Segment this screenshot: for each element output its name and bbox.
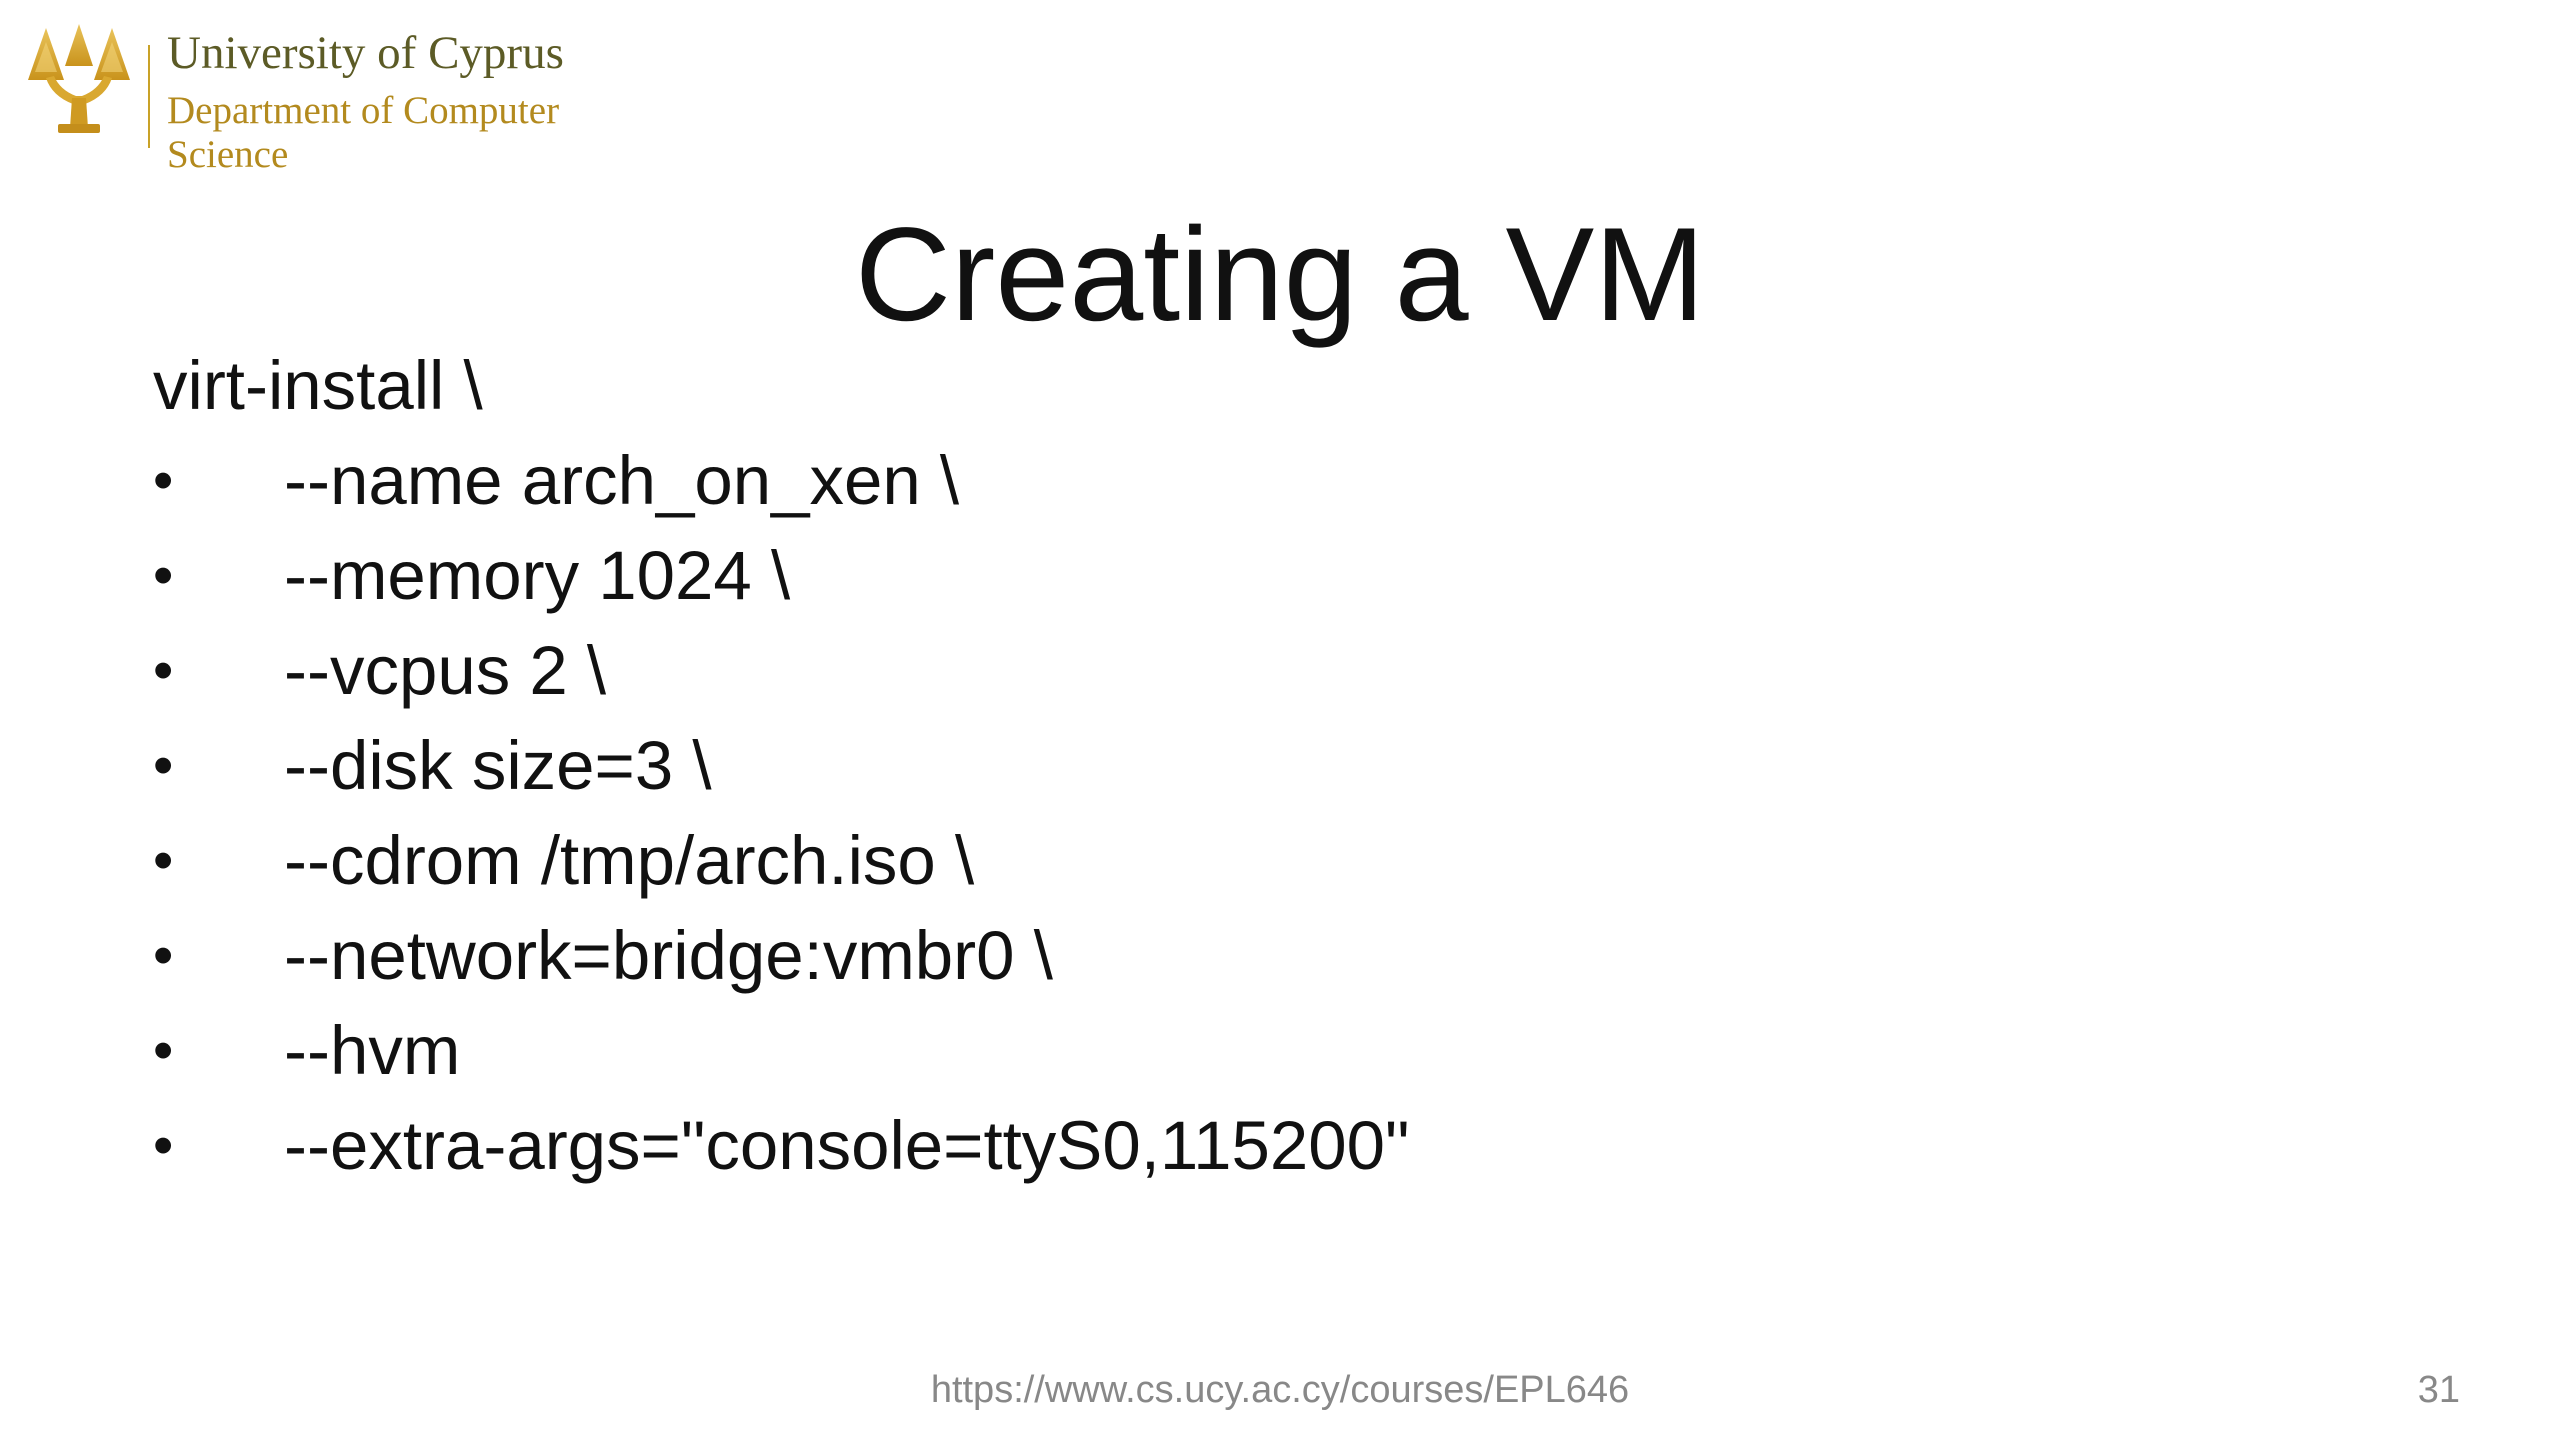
cypress-tree-emblem-icon xyxy=(28,24,130,133)
option-text: --cdrom /tmp/arch.iso \ xyxy=(284,822,975,899)
option-text: --vcpus 2 \ xyxy=(284,632,607,709)
slide-content: virt-install \ • --name arch_on_xen \ • … xyxy=(153,338,2353,1193)
bullet-icon: • xyxy=(153,543,174,608)
command-line: virt-install \ xyxy=(153,347,483,424)
department-name: Department of Computer Science xyxy=(167,89,560,176)
bullet-icon: • xyxy=(153,828,174,893)
option-text: --hvm xyxy=(284,1012,461,1089)
list-item: • --network=bridge:vmbr0 \ xyxy=(153,908,2353,1003)
logo-divider xyxy=(148,45,150,148)
option-text: --extra-args="console=ttyS0,115200" xyxy=(284,1107,1410,1184)
page-number: 31 xyxy=(2417,1369,2460,1411)
list-item: • --disk size=3 \ xyxy=(153,718,2353,813)
list-item: • --extra-args="console=ttyS0,115200" xyxy=(153,1098,2353,1193)
bullet-icon: • xyxy=(153,1113,174,1178)
list-item: • --name arch_on_xen \ xyxy=(153,433,2353,528)
option-text: --network=bridge:vmbr0 \ xyxy=(284,917,1053,994)
university-logo: University of Cyprus Department of Compu… xyxy=(24,22,564,197)
bullet-icon: • xyxy=(153,448,174,513)
university-name: University of Cyprus xyxy=(167,27,564,79)
option-text: --name arch_on_xen \ xyxy=(284,442,960,519)
list-item: • --vcpus 2 \ xyxy=(153,623,2353,718)
logo-text: University of Cyprus Department of Compu… xyxy=(167,30,567,177)
bullet-icon: • xyxy=(153,638,174,703)
bullet-icon: • xyxy=(153,1018,174,1083)
option-text: --memory 1024 \ xyxy=(284,537,791,614)
footer-url: https://www.cs.ucy.ac.cy/courses/EPL646 xyxy=(930,1369,1630,1411)
bullet-icon: • xyxy=(153,923,174,988)
options-list: • --name arch_on_xen \ • --memory 1024 \… xyxy=(153,433,2353,1193)
option-text: --disk size=3 \ xyxy=(284,727,712,804)
list-item: • --hvm xyxy=(153,1003,2353,1098)
list-item: • --memory 1024 \ xyxy=(153,528,2353,623)
list-item: • --cdrom /tmp/arch.iso \ xyxy=(153,813,2353,908)
slide-title: Creating a VM xyxy=(854,201,1706,350)
bullet-icon: • xyxy=(153,733,174,798)
